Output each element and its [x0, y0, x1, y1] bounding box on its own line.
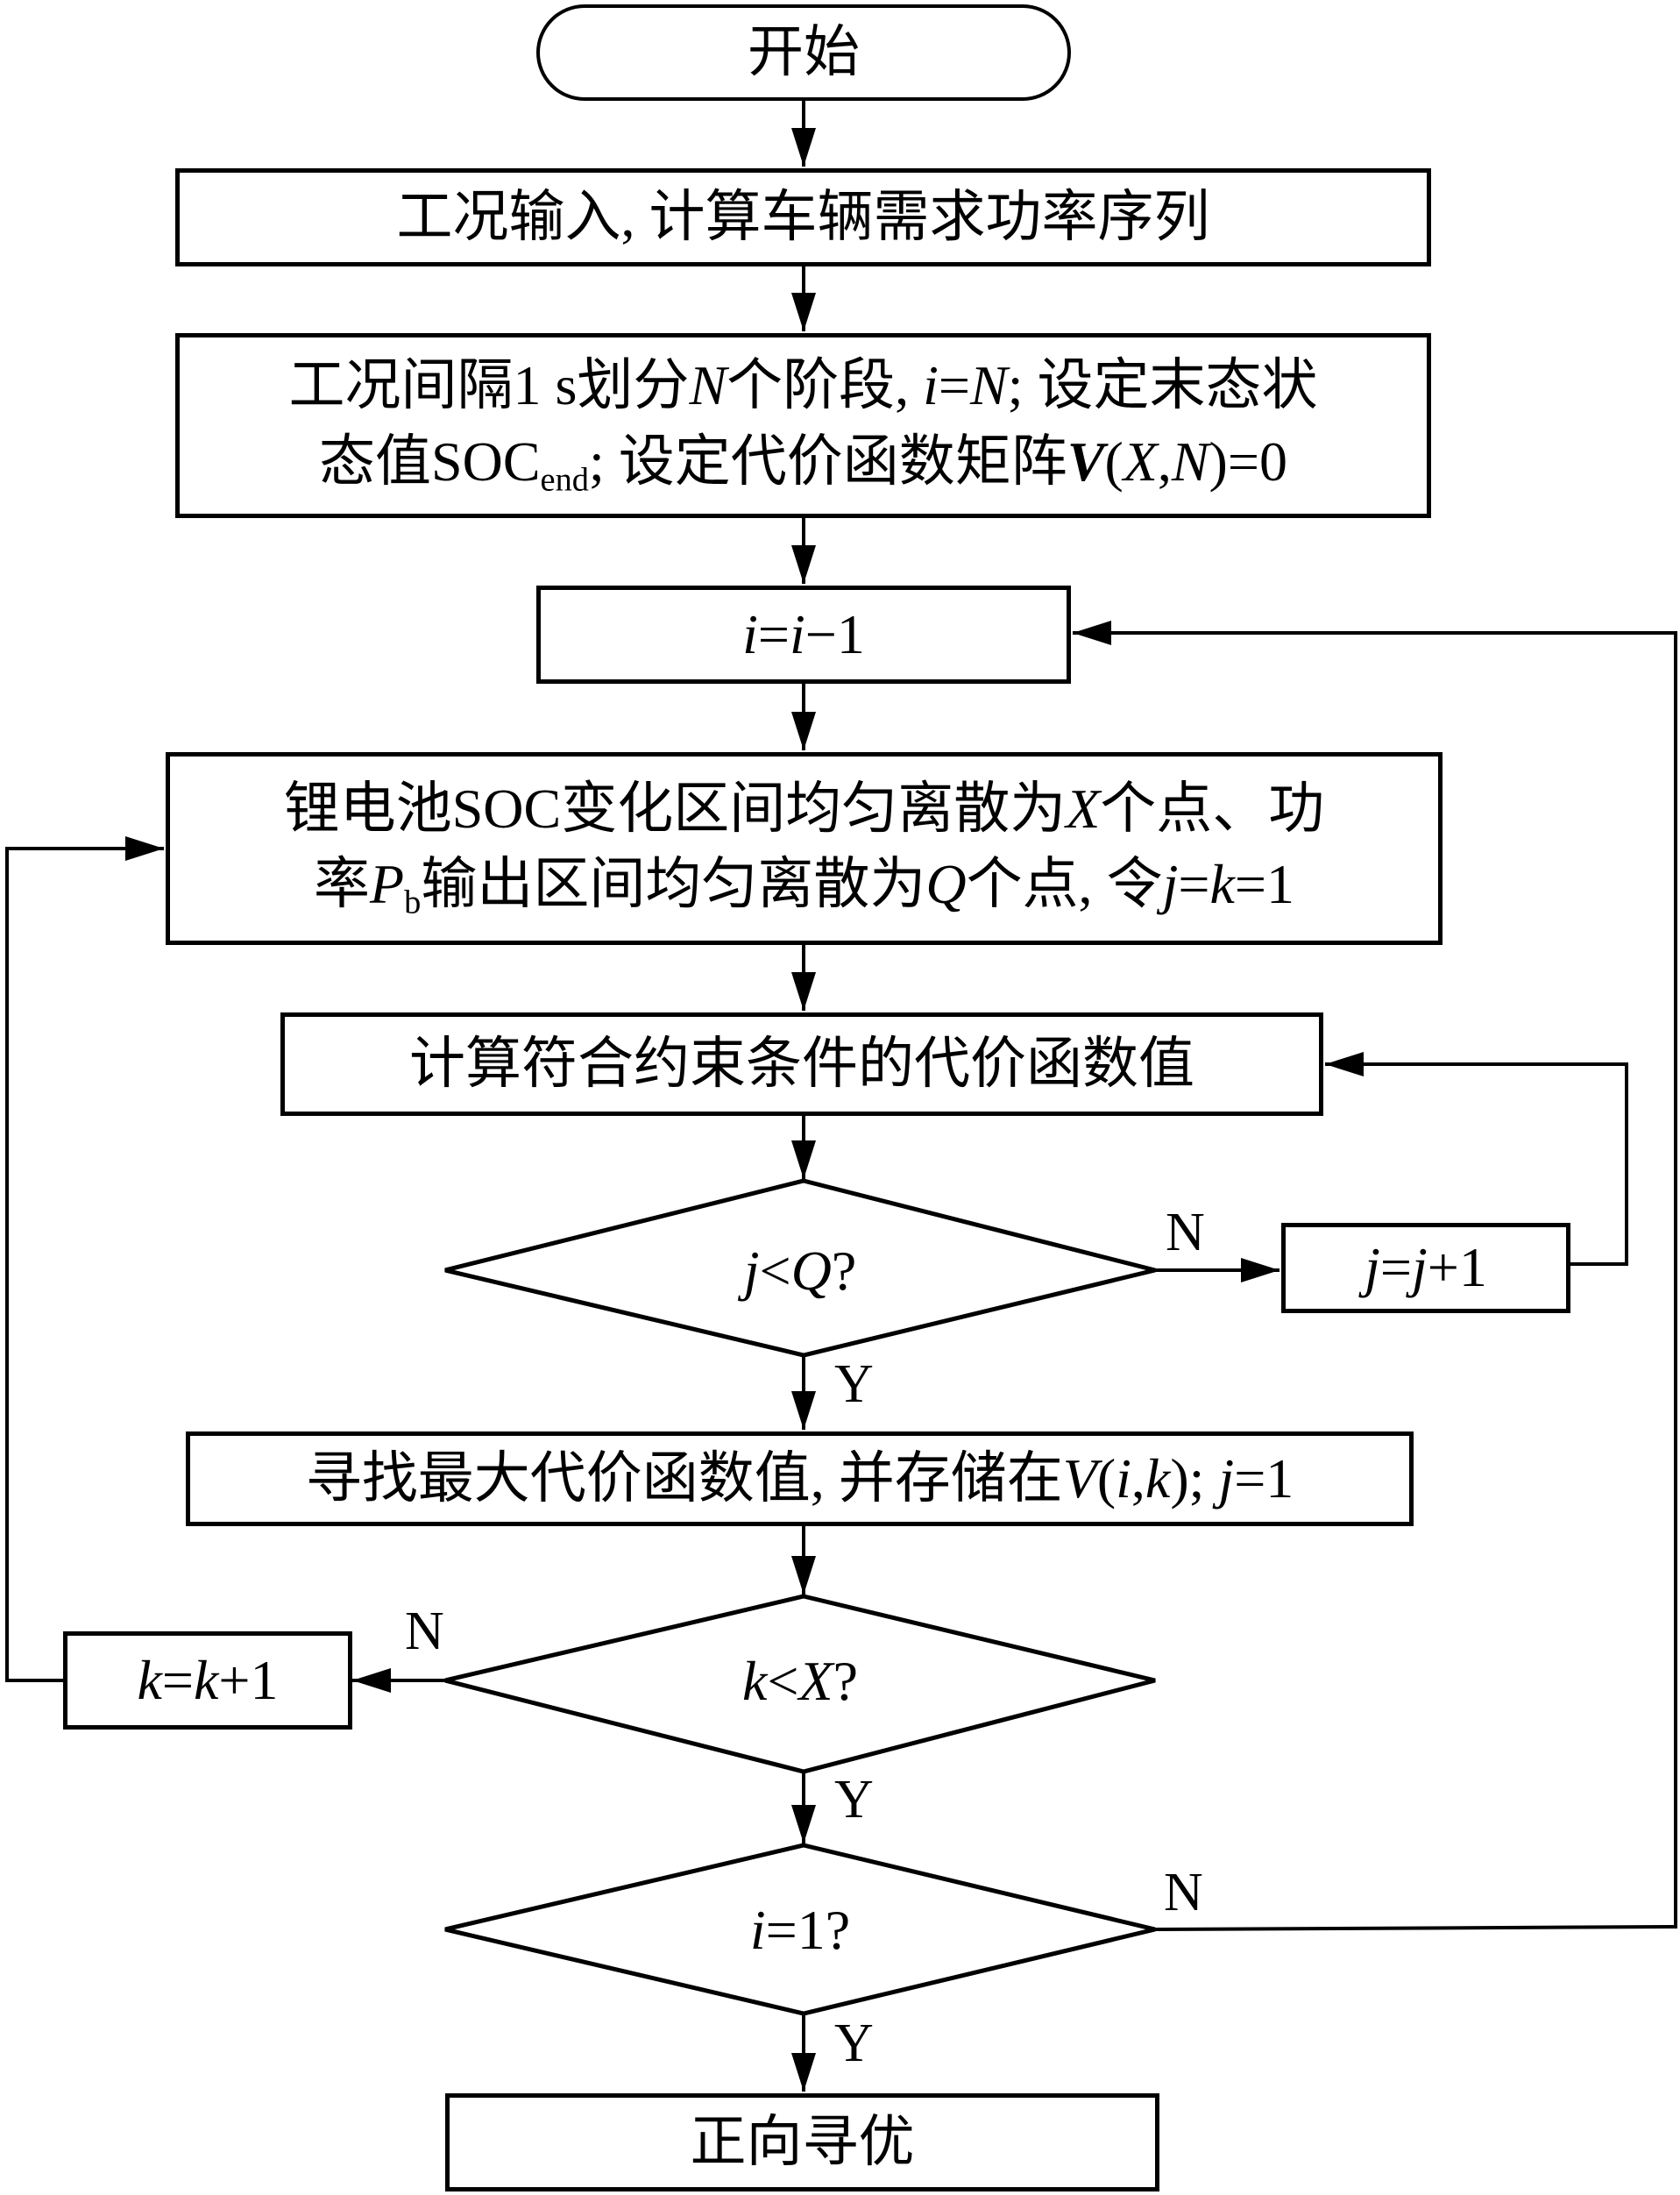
increment-k-box: k=k+1 [63, 1631, 352, 1730]
label-yes-j: Y [834, 1354, 874, 1414]
decision-j-label: j<Q? [743, 1240, 857, 1302]
arrowhead [125, 836, 164, 861]
arrowhead [352, 1668, 391, 1693]
init-process-box: 工况间隔1 s划分N个阶段, i=N; 设定末态状 态值SOCend; 设定代价… [175, 333, 1431, 518]
arrow-condi-to-step [1073, 631, 1677, 1931]
decision-k-less-x [444, 1594, 1156, 1774]
decision-i-equals-1 [444, 1843, 1156, 2016]
store-max-box: 寻找最大代价函数值, 并存储在V(i,k); j=1 [186, 1431, 1414, 1526]
arrowhead [791, 1556, 816, 1595]
label-yes-i: Y [834, 2014, 874, 2073]
arrowhead [1073, 621, 1111, 645]
arrowhead [1325, 1052, 1364, 1076]
decision-i-label: i=1? [749, 1899, 851, 1961]
discretize-line-1: 锂电池SOC变化区间均匀离散为X个点、功 [283, 777, 1325, 840]
decision-k-label: k<X? [742, 1650, 858, 1712]
input-process-label: 工况输入, 计算车辆需求功率序列 [396, 185, 1210, 248]
decrement-i-label: i=i−1 [742, 602, 865, 665]
decrement-i-box: i=i−1 [536, 586, 1071, 684]
compute-cost-label: 计算符合约束条件的代价函数值 [409, 1032, 1194, 1095]
init-line-2: 态值SOCend; 设定代价函数矩阵V(X,N)=0 [319, 430, 1287, 499]
discretize-line-2: 率Pb输出区间均匀离散为Q个点, 令j=k=1 [314, 853, 1294, 921]
forward-optimize-label: 正向寻优 [690, 2110, 915, 2173]
increment-j-box: j=j+1 [1281, 1223, 1570, 1313]
discretize-box: 锂电池SOC变化区间均匀离散为X个点、功 率Pb输出区间均匀离散为Q个点, 令j… [166, 752, 1443, 945]
input-process-box: 工况输入, 计算车辆需求功率序列 [175, 168, 1431, 266]
start-terminal: 开始 [536, 4, 1071, 101]
label-no-k: N [405, 1602, 444, 1661]
arrowhead [791, 293, 816, 331]
arrowhead [791, 1391, 816, 1430]
arrowhead [791, 712, 816, 750]
forward-optimize-box: 正向寻优 [445, 2093, 1159, 2191]
arrowhead [791, 545, 816, 584]
decision-j-less-q [444, 1178, 1156, 1358]
init-line-1: 工况间隔1 s划分N个阶段, i=N; 设定末态状 [288, 354, 1318, 417]
arrowhead [791, 1140, 816, 1179]
arrowhead [791, 2053, 816, 2092]
arrow-inck-to-discrete [5, 847, 164, 1682]
arrowhead [791, 1805, 816, 1843]
arrowhead [1241, 1258, 1279, 1282]
label-yes-k: Y [834, 1770, 874, 1829]
compute-cost-box: 计算符合约束条件的代价函数值 [280, 1012, 1323, 1116]
arrowhead [791, 128, 816, 167]
arrowhead [791, 972, 816, 1011]
arrow-incj-to-compute [1325, 1062, 1628, 1266]
label-no-j: N [1166, 1203, 1205, 1262]
start-label: 开始 [748, 20, 860, 83]
label-no-i: N [1164, 1863, 1203, 1922]
